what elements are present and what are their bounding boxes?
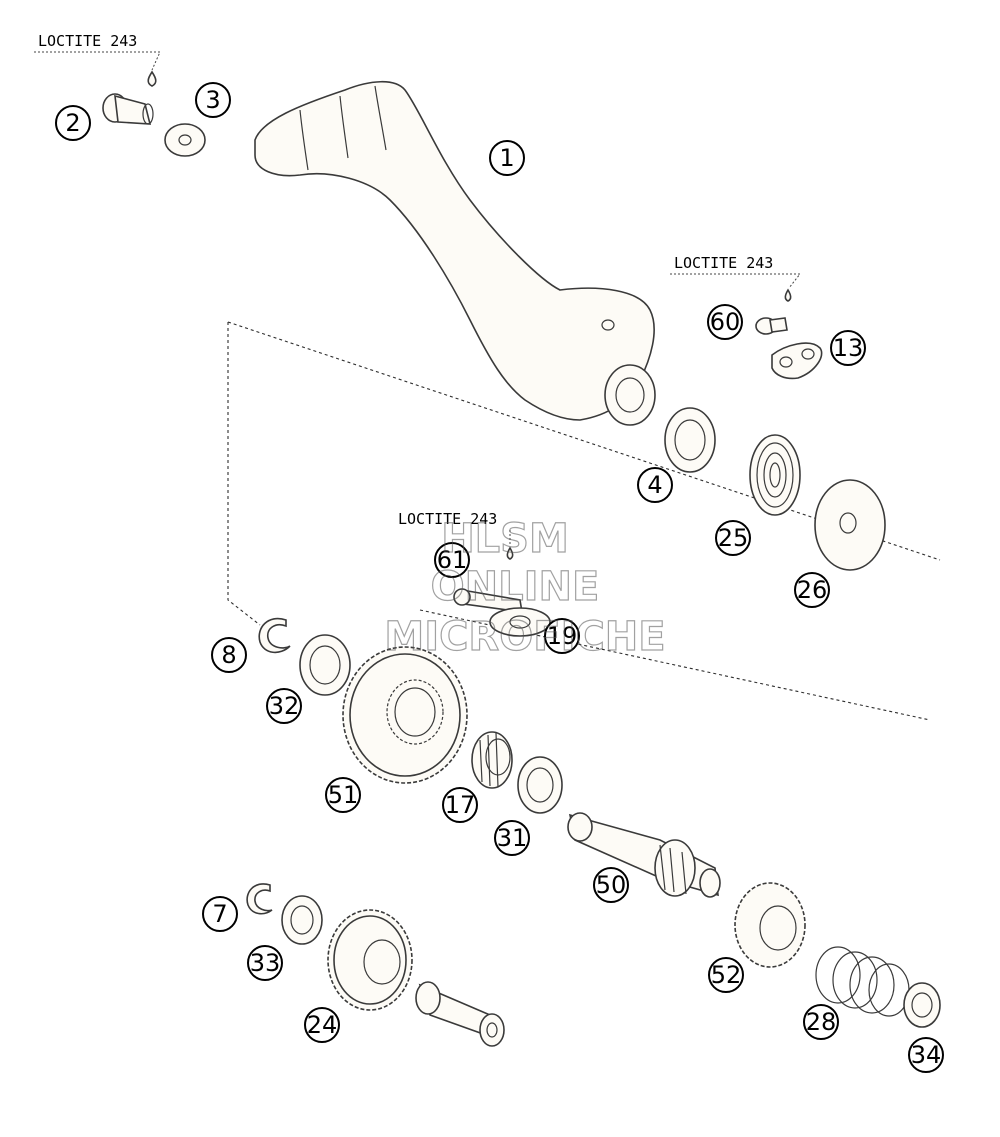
assembly-axis-line bbox=[227, 322, 261, 626]
callout-24: 24 bbox=[304, 1007, 340, 1043]
svg-text:LOCTITE 243: LOCTITE 243 bbox=[674, 254, 773, 272]
svg-text:1: 1 bbox=[499, 144, 514, 172]
svg-text:17: 17 bbox=[445, 791, 476, 819]
svg-text:34: 34 bbox=[911, 1041, 942, 1069]
callout-17: 17 bbox=[442, 787, 478, 823]
svg-text:MICROFICHE: MICROFICHE bbox=[384, 614, 665, 660]
callout-1: 1 bbox=[489, 140, 525, 176]
svg-text:50: 50 bbox=[596, 871, 627, 899]
svg-text:8: 8 bbox=[221, 641, 236, 669]
callout-52: 52 bbox=[708, 957, 744, 993]
svg-text:LOCTITE 243: LOCTITE 243 bbox=[398, 510, 497, 528]
kick-gear-51-part bbox=[342, 646, 468, 784]
guide-plate-part bbox=[771, 342, 823, 380]
svg-text:61: 61 bbox=[437, 546, 468, 574]
svg-text:ONLINE: ONLINE bbox=[431, 564, 600, 610]
svg-text:2: 2 bbox=[65, 109, 80, 137]
screw-part bbox=[755, 317, 788, 335]
callout-26: 26 bbox=[794, 572, 830, 608]
svg-text:3: 3 bbox=[205, 86, 220, 114]
washer-33-part bbox=[281, 895, 323, 945]
svg-text:31: 31 bbox=[497, 824, 528, 852]
circlip-7-part bbox=[246, 883, 273, 915]
svg-text:24: 24 bbox=[307, 1011, 338, 1039]
kick-shaft-50-part bbox=[567, 812, 721, 898]
washer-32-part bbox=[299, 634, 351, 696]
callout-4: 4 bbox=[637, 467, 673, 503]
loctite-label-2: LOCTITE 243 bbox=[670, 254, 802, 289]
svg-text:51: 51 bbox=[328, 781, 359, 809]
ratchet-guide-part bbox=[489, 607, 551, 637]
callout-32: 32 bbox=[266, 688, 302, 724]
loctite-drop-icon bbox=[506, 546, 514, 560]
svg-text:26: 26 bbox=[797, 576, 828, 604]
washer-4-part bbox=[664, 407, 716, 473]
loctite-drop-icon bbox=[147, 70, 157, 87]
disc-part bbox=[814, 479, 886, 571]
callout-50: 50 bbox=[593, 867, 629, 903]
callout-31: 31 bbox=[494, 820, 530, 856]
svg-text:7: 7 bbox=[212, 900, 227, 928]
callout-51: 51 bbox=[325, 777, 361, 813]
loctite-label-3: LOCTITE 243 bbox=[398, 510, 511, 546]
idler-gear-24-part bbox=[327, 909, 413, 1011]
svg-text:52: 52 bbox=[711, 961, 742, 989]
kick-lever-part bbox=[254, 80, 656, 426]
ratchet-52-part bbox=[734, 882, 806, 968]
callout-60: 60 bbox=[707, 304, 743, 340]
callout-25: 25 bbox=[715, 520, 751, 556]
callout-7: 7 bbox=[202, 896, 238, 932]
callout-19: 19 bbox=[544, 618, 580, 654]
callout-8: 8 bbox=[211, 637, 247, 673]
kick-spring-part bbox=[749, 434, 801, 516]
bolt-part bbox=[102, 93, 154, 125]
callout-13: 13 bbox=[830, 330, 866, 366]
svg-text:32: 32 bbox=[269, 692, 300, 720]
watermark: HLSM ONLINE MICROFICHE bbox=[384, 515, 666, 660]
svg-text:HLSM: HLSM bbox=[441, 516, 569, 562]
loctite-label-1: LOCTITE 243 bbox=[34, 32, 161, 71]
needle-bearing-17-part bbox=[471, 731, 513, 789]
loctite-drop-icon bbox=[784, 288, 792, 302]
svg-text:13: 13 bbox=[833, 334, 864, 362]
callout-3: 3 bbox=[195, 82, 231, 118]
svg-text:28: 28 bbox=[806, 1008, 837, 1036]
callout-33: 33 bbox=[247, 945, 283, 981]
svg-text:60: 60 bbox=[710, 308, 741, 336]
washer-part bbox=[164, 123, 206, 157]
callout-61: 61 bbox=[434, 542, 470, 578]
ratchet-spring-28-part bbox=[815, 946, 910, 1017]
callout-34: 34 bbox=[908, 1037, 944, 1073]
svg-text:25: 25 bbox=[718, 524, 749, 552]
bushing-part bbox=[415, 981, 505, 1047]
callout-2: 2 bbox=[55, 105, 91, 141]
washer-31-part bbox=[517, 756, 563, 814]
circlip-8-part bbox=[258, 617, 291, 654]
svg-text:LOCTITE 243: LOCTITE 243 bbox=[38, 32, 137, 50]
callout-28: 28 bbox=[803, 1004, 839, 1040]
washer-34-part bbox=[903, 982, 941, 1028]
svg-text:19: 19 bbox=[547, 622, 578, 650]
svg-text:33: 33 bbox=[250, 949, 281, 977]
svg-text:4: 4 bbox=[647, 471, 662, 499]
